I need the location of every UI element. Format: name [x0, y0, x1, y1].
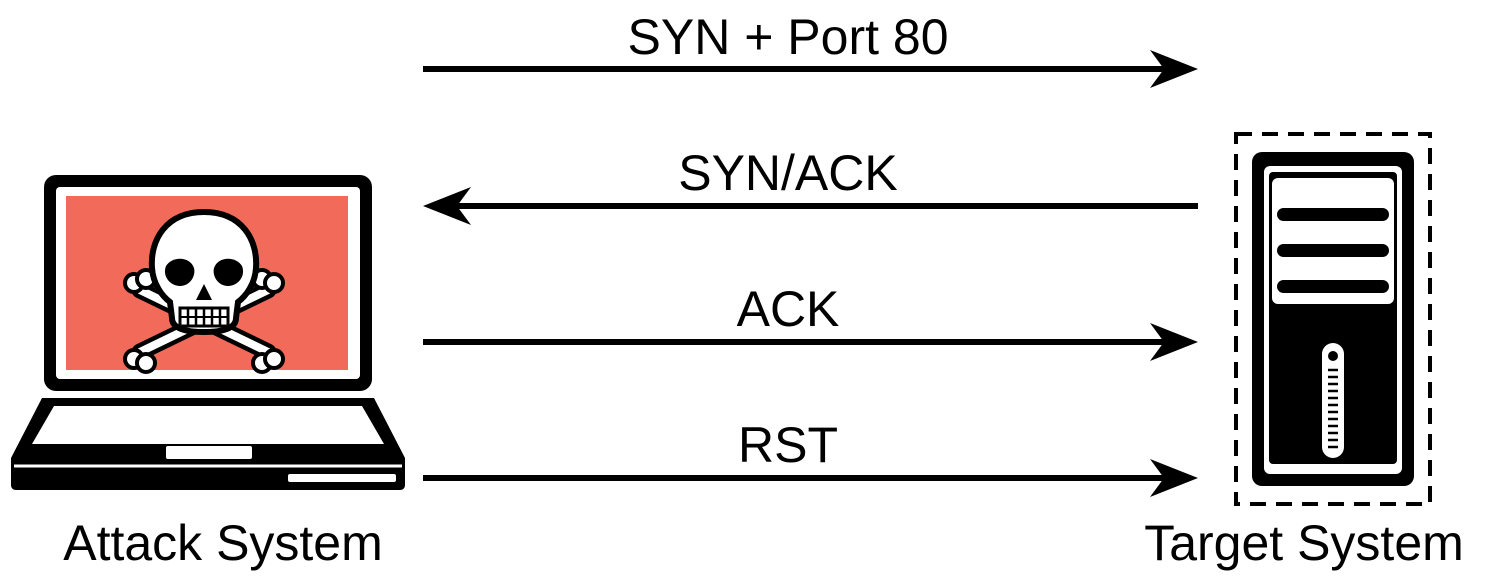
- message-0: SYN + Port 80: [423, 9, 1198, 88]
- message-3: RST: [423, 417, 1198, 497]
- arrowhead-left-icon: [423, 187, 471, 225]
- target-label: Target System: [1144, 515, 1464, 571]
- message-1: SYN/ACK: [423, 145, 1198, 225]
- laptop-skull-icon: [11, 175, 405, 490]
- message-label: SYN + Port 80: [628, 9, 949, 65]
- arrowhead-right-icon: [1150, 459, 1198, 497]
- attacker-label: Attack System: [63, 515, 383, 571]
- skull-crossbones-icon: [123, 208, 285, 374]
- message-label: RST: [738, 417, 838, 473]
- server-dashed-boundary: [1234, 132, 1432, 506]
- message-label: SYN/ACK: [678, 145, 898, 201]
- server-tower-icon: [1234, 132, 1432, 506]
- arrowhead-right-icon: [1150, 323, 1198, 361]
- message-label: ACK: [737, 281, 840, 337]
- arrowhead-right-icon: [1150, 50, 1198, 88]
- message-2: ACK: [423, 281, 1198, 361]
